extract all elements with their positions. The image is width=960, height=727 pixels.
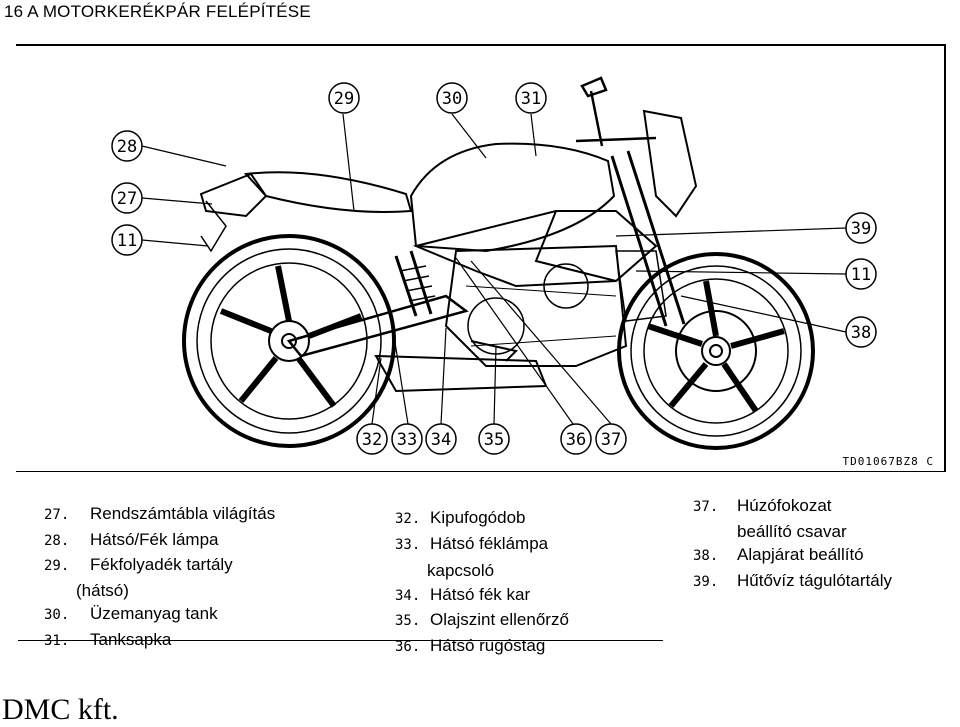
legend-text: Hátsó/Fék lámpa <box>90 529 219 549</box>
callouts: 28 27 11 29 30 31 39 11 38 32 33 34 35 3… <box>111 82 877 455</box>
legend-item: 27. Rendszámtábla világítás <box>44 502 275 528</box>
legend-item: 29. Fékfolyadék tartály <box>44 553 275 579</box>
legend-divider <box>18 640 663 641</box>
svg-text:39: 39 <box>851 219 871 239</box>
legend-item: 36. Hátsó rugóstag <box>395 634 569 660</box>
legend-number: 37. <box>693 499 719 515</box>
legend-number: 36. <box>395 638 421 655</box>
legend-item-continuation: kapcsoló <box>395 557 569 583</box>
svg-text:34: 34 <box>431 430 451 450</box>
svg-text:11: 11 <box>851 265 871 285</box>
legend-number: 39. <box>693 573 719 590</box>
svg-text:31: 31 <box>521 89 541 109</box>
legend-text: Tanksapka <box>90 629 172 649</box>
callout-28: 28 <box>111 130 143 162</box>
legend-item: 30. Üzemanyag tank <box>44 602 275 628</box>
callout-33: 33 <box>391 423 423 455</box>
footer-company: DMC kft. <box>2 693 119 726</box>
svg-text:28: 28 <box>117 137 137 157</box>
legend-text: beállító csavar <box>737 521 847 541</box>
legend-item: 32. Kipufogódob <box>395 506 569 532</box>
svg-text:38: 38 <box>851 323 871 343</box>
legend-number: 35. <box>395 613 421 629</box>
legend-number: 30. <box>44 607 70 623</box>
legend-text: Húzófokozat <box>737 496 832 515</box>
legend-text: Fékfolyadék tartály <box>90 555 233 574</box>
legend-column-1: 27. Rendszámtábla világítás 28. Hátsó/Fék … <box>44 502 275 653</box>
callout-39: 39 <box>845 212 877 244</box>
svg-text:32: 32 <box>362 430 382 450</box>
callout-32: 32 <box>356 423 388 455</box>
legend-text: Hátsó rugóstag <box>430 635 546 655</box>
legend-text: Alapjárat beállító <box>737 545 864 564</box>
svg-text:27: 27 <box>117 189 137 209</box>
callout-29: 29 <box>328 82 360 114</box>
page-title: 16 A MOTORKERÉKPÁR FELÉPÍTÉSE <box>4 2 311 21</box>
motorcycle-figure: 28 27 11 29 30 31 39 11 38 32 33 34 35 3… <box>16 44 946 472</box>
legend-number: 29. <box>44 558 70 574</box>
callout-35: 35 <box>478 423 510 455</box>
legend-text: kapcsoló <box>427 561 495 580</box>
legend-text: Hátsó fék kar <box>430 584 531 604</box>
svg-text:36: 36 <box>566 430 586 450</box>
legend-item: 39. Hűtővíz tágulótartály <box>693 569 892 595</box>
callout-11-front: 11 <box>845 258 877 290</box>
svg-text:11: 11 <box>117 231 137 251</box>
legend-number: 27. <box>44 507 70 523</box>
legend-item: 34. Hátsó fék kar <box>395 583 569 609</box>
legend-item: 37. Húzófokozat <box>693 494 892 520</box>
legend-number: 32. <box>395 511 421 527</box>
legend-text: Olajszint ellenőrző <box>430 610 569 629</box>
figure-code: TD01067BZ8 C <box>842 455 934 468</box>
svg-text:29: 29 <box>334 89 354 109</box>
front-wheel <box>617 252 815 450</box>
legend-item: 38. Alapjárat beállító <box>693 543 892 569</box>
legend-item: 33. Hátsó féklámpa <box>395 532 569 558</box>
rear-wheel <box>182 234 396 448</box>
legend-text: Üzemanyag tank <box>90 604 218 623</box>
svg-text:33: 33 <box>397 430 417 450</box>
svg-text:30: 30 <box>442 89 462 109</box>
svg-text:37: 37 <box>601 430 621 450</box>
callout-38: 38 <box>845 316 877 348</box>
legend-text: (hátsó) <box>76 580 129 600</box>
legend-text: Hátsó féklámpa <box>430 533 549 553</box>
svg-text:35: 35 <box>484 430 504 450</box>
callout-31: 31 <box>515 82 547 114</box>
legend-text: Rendszámtábla világítás <box>90 504 276 523</box>
legend-text: Hűtővíz tágulótartály <box>737 570 892 590</box>
legend-text: Kipufogódob <box>430 508 526 527</box>
legend-item-continuation: beállító csavar <box>693 520 892 544</box>
legend-number: 34. <box>395 587 421 604</box>
legend-column-2: 32. Kipufogódob 33. Hátsó féklámpa kapcsol… <box>395 506 569 659</box>
legend-number: 28. <box>44 532 70 549</box>
callout-34: 34 <box>425 423 457 455</box>
callout-36: 36 <box>560 423 592 455</box>
callout-11-rear: 11 <box>111 224 143 256</box>
legend-item: 28. Hátsó/Fék lámpa <box>44 528 275 554</box>
legend-column-3: 37. Húzófokozat beállító csavar 38. Alapjá… <box>693 494 892 594</box>
callout-30: 30 <box>436 82 468 114</box>
callout-27: 27 <box>111 182 143 214</box>
legend-number: 33. <box>395 536 421 553</box>
legend-item-continuation: (hátsó) <box>44 579 275 603</box>
leader-lines <box>141 113 847 425</box>
motorcycle-drawing: 28 27 11 29 30 31 39 11 38 32 33 34 35 3… <box>111 76 877 455</box>
legend-item: 35. Olajszint ellenőrző <box>395 608 569 634</box>
callout-37: 37 <box>595 423 627 455</box>
legend-number: 38. <box>693 548 719 564</box>
